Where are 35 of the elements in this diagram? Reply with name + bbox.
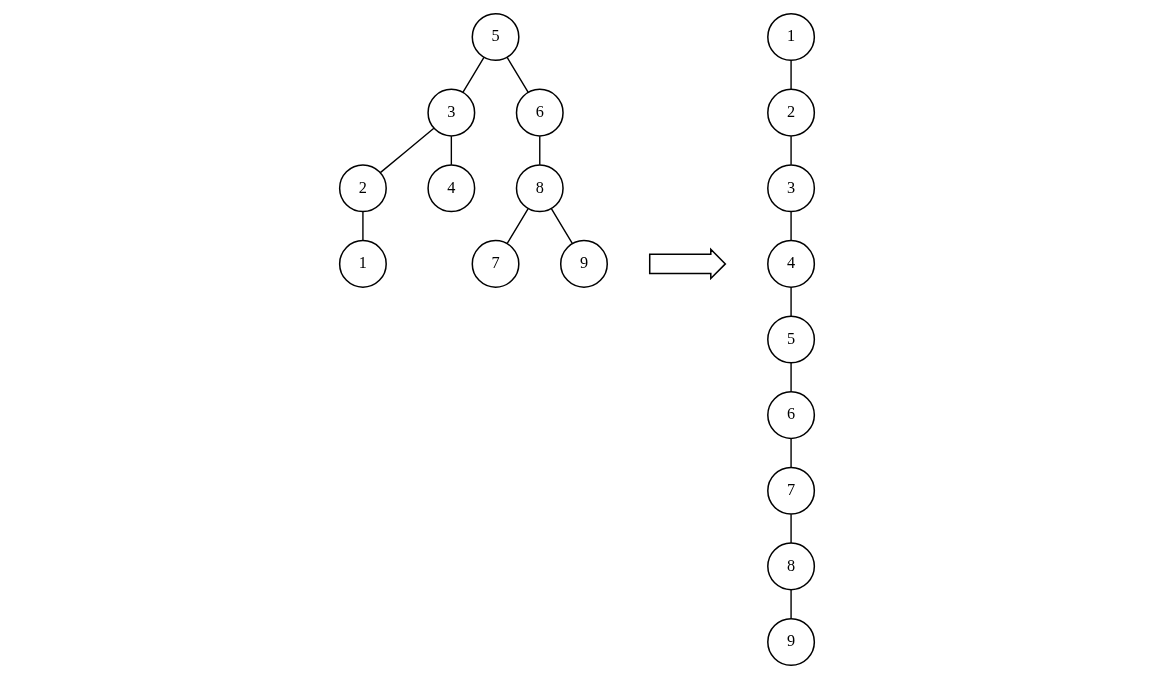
connector [362, 210, 364, 241]
node-circle: 8 [767, 541, 816, 590]
connector [790, 361, 792, 392]
node-circle: 3 [427, 88, 476, 137]
connector [790, 588, 792, 619]
connector [462, 56, 485, 93]
node-arrow [648, 247, 727, 280]
connector [450, 134, 453, 166]
node-circle: 9 [767, 617, 816, 666]
node-circle: 2 [767, 88, 816, 137]
node-circle: 5 [471, 12, 520, 61]
connector [379, 127, 435, 173]
connector [790, 59, 792, 90]
connector [506, 207, 529, 244]
node-circle: 9 [559, 239, 608, 288]
node-circle: 5 [767, 314, 816, 364]
connector [790, 513, 792, 544]
node-circle: 7 [471, 239, 520, 288]
node-circle: 3 [767, 163, 816, 212]
connector [790, 134, 792, 166]
connector [539, 134, 541, 166]
connector [790, 437, 792, 468]
node-circle: 1 [338, 239, 387, 288]
connector [790, 286, 792, 317]
node-circle: 6 [767, 390, 816, 439]
node-circle: 6 [515, 88, 564, 137]
node-circle: 8 [515, 163, 564, 212]
node-circle: 4 [427, 163, 476, 212]
node-circle: 7 [767, 466, 816, 515]
node-circle: 4 [767, 239, 816, 288]
connector [550, 207, 573, 244]
node-circle: 2 [338, 163, 387, 212]
connector [790, 210, 792, 241]
connector [506, 56, 529, 93]
node-circle: 1 [767, 12, 816, 61]
